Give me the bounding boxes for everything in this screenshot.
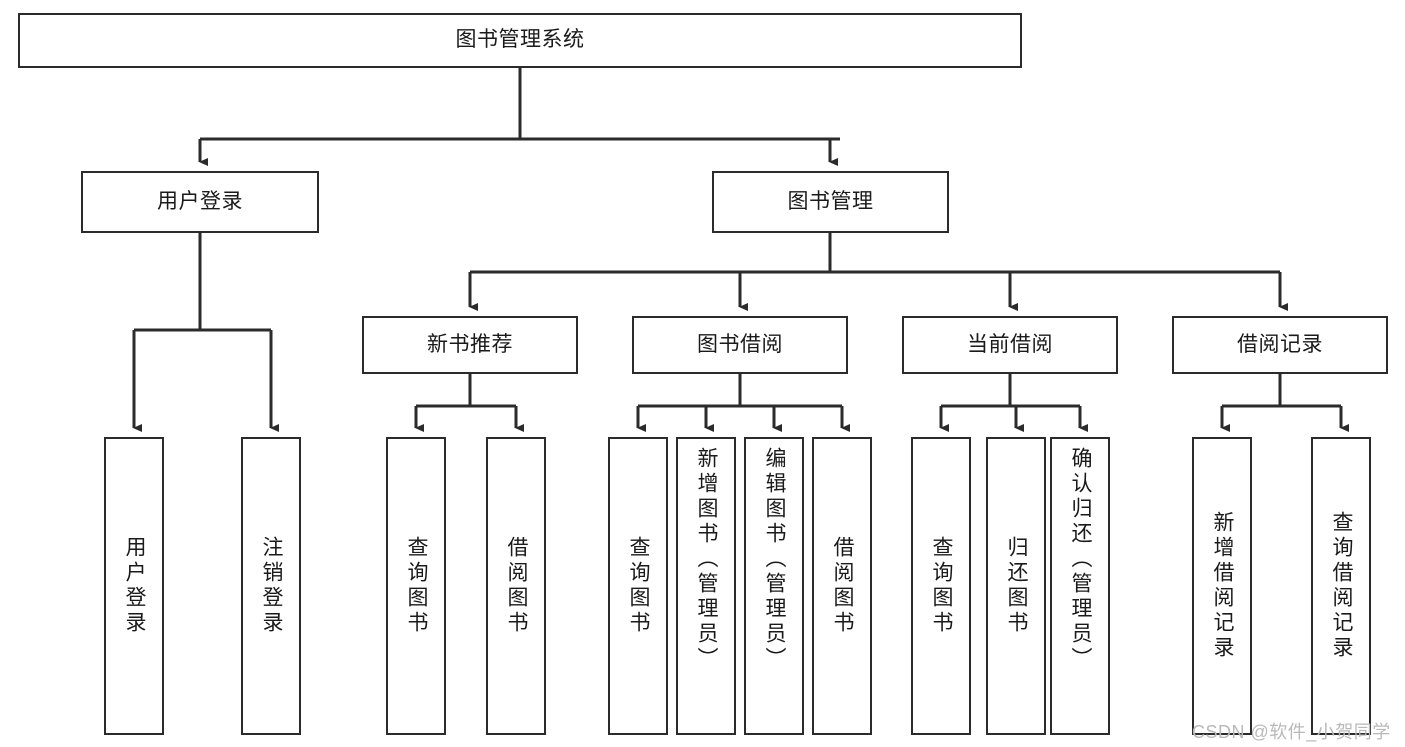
node-leaf-query-book-1-label: 查询图书 <box>405 536 429 636</box>
node-leaf-query-borrow-record[interactable]: 查询借阅记录 <box>1311 437 1371 735</box>
node-leaf-query-book-1[interactable]: 查询图书 <box>386 437 446 735</box>
node-user-login[interactable]: 用户登录 <box>81 171 319 233</box>
node-book-manage[interactable]: 图书管理 <box>712 171 949 233</box>
node-new-book-recommend-label: 新书推荐 <box>427 332 513 356</box>
node-book-manage-label: 图书管理 <box>787 189 874 213</box>
node-leaf-logout-login[interactable]: 注销登录 <box>241 437 301 735</box>
node-root-label: 图书管理系统 <box>455 28 585 52</box>
node-leaf-add-borrow-record[interactable]: 新增借阅记录 <box>1192 437 1252 735</box>
node-new-book-recommend[interactable]: 新书推荐 <box>362 316 578 374</box>
node-leaf-return-book[interactable]: 归还图书 <box>986 437 1046 735</box>
node-leaf-add-borrow-record-label: 新增借阅记录 <box>1211 511 1235 661</box>
node-leaf-confirm-return-admin[interactable]: 确认归还（管理员） <box>1050 437 1110 735</box>
node-leaf-add-book-admin[interactable]: 新增图书（管理员） <box>676 437 736 735</box>
node-leaf-edit-book-admin-label: 编辑图书（管理员） <box>763 447 787 672</box>
node-leaf-borrow-book-2-label: 借阅图书 <box>831 536 855 636</box>
node-leaf-user-login-label: 用户登录 <box>123 536 147 636</box>
node-leaf-borrow-book-2[interactable]: 借阅图书 <box>812 437 872 735</box>
node-borrow-record[interactable]: 借阅记录 <box>1172 316 1388 374</box>
node-leaf-query-borrow-record-label: 查询借阅记录 <box>1330 511 1354 661</box>
node-leaf-query-book-2[interactable]: 查询图书 <box>608 437 668 735</box>
node-root[interactable]: 图书管理系统 <box>18 13 1022 68</box>
node-leaf-return-book-label: 归还图书 <box>1005 536 1029 636</box>
node-leaf-query-book-3-label: 查询图书 <box>930 536 954 636</box>
node-book-borrow-label: 图书借阅 <box>697 332 783 356</box>
node-current-borrow[interactable]: 当前借阅 <box>902 316 1118 374</box>
node-leaf-borrow-book-1-label: 借阅图书 <box>505 536 529 636</box>
node-current-borrow-label: 当前借阅 <box>967 332 1053 356</box>
node-leaf-query-book-3[interactable]: 查询图书 <box>911 437 971 735</box>
node-leaf-edit-book-admin[interactable]: 编辑图书（管理员） <box>744 437 804 735</box>
node-leaf-borrow-book-1[interactable]: 借阅图书 <box>486 437 546 735</box>
node-leaf-query-book-2-label: 查询图书 <box>627 536 651 636</box>
node-leaf-logout-login-label: 注销登录 <box>260 536 284 636</box>
node-user-login-label: 用户登录 <box>157 189 243 213</box>
node-leaf-confirm-return-admin-label: 确认归还（管理员） <box>1069 447 1093 672</box>
node-leaf-user-login[interactable]: 用户登录 <box>104 437 164 735</box>
node-leaf-add-book-admin-label: 新增图书（管理员） <box>695 447 719 672</box>
node-borrow-record-label: 借阅记录 <box>1237 332 1323 356</box>
node-book-borrow[interactable]: 图书借阅 <box>632 316 848 374</box>
